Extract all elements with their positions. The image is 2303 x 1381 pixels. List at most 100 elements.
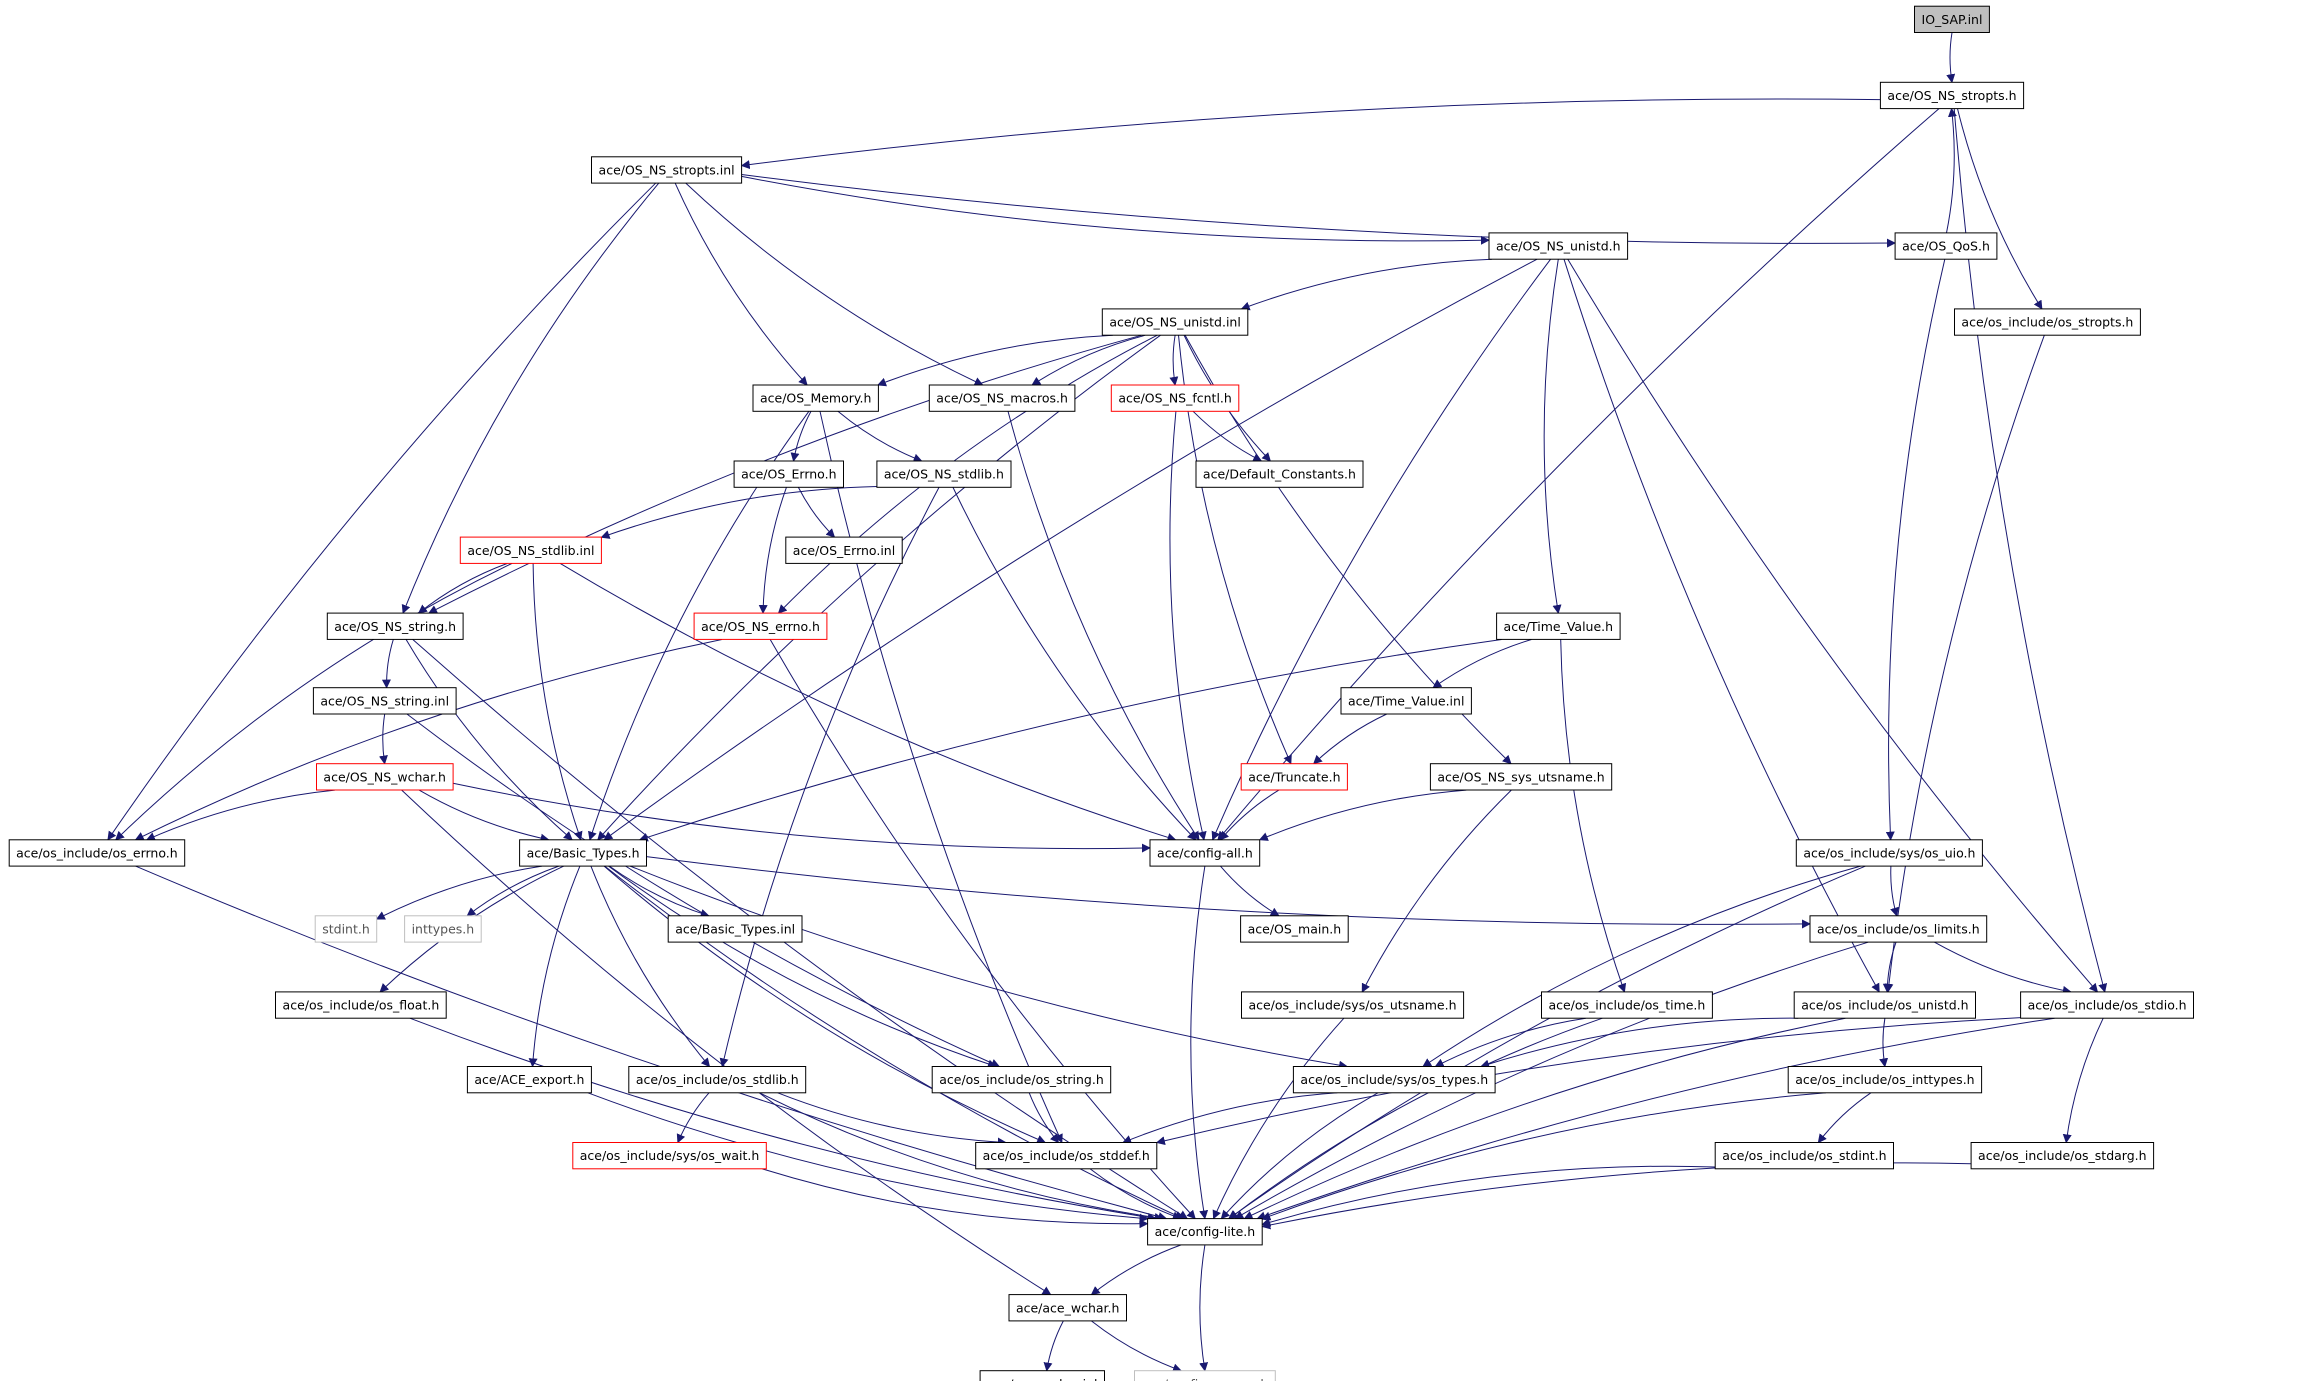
node-label: ace/OS_NS_sys_utsname.h — [1437, 769, 1604, 784]
edge-ns-stropts-inl-to-ns-string-h — [401, 182, 660, 614]
edge-os-qos-h-to-ns-stropts-h — [1946, 107, 1957, 233]
node-truncate-h[interactable]: ace/Truncate.h — [1240, 763, 1348, 791]
node-ns-string-inl[interactable]: ace/OS_NS_string.inl — [312, 687, 457, 715]
node-inc-unistd[interactable]: ace/os_include/os_unistd.h — [1793, 991, 1976, 1019]
node-inc-sys-types[interactable]: ace/os_include/sys/os_types.h — [1292, 1066, 1496, 1094]
node-os-errno-h[interactable]: ace/OS_Errno.h — [733, 460, 844, 488]
edge-inc-stdlib-to-inc-sys-wait — [676, 1092, 710, 1144]
node-os-main[interactable]: ace/OS_main.h — [1240, 915, 1349, 943]
node-inc-stdint[interactable]: ace/os_include/os_stdint.h — [1714, 1142, 1894, 1170]
node-box — [314, 915, 378, 943]
edge-ns-string-h-to-basic-types-h — [405, 639, 573, 841]
node-label: ace/Time_Value.inl — [1348, 693, 1464, 708]
edge-inc-sys-types-to-inc-stddef — [1122, 1092, 1338, 1144]
node-ns-unistd-inl[interactable]: ace/OS_NS_unistd.inl — [1101, 308, 1249, 336]
node-inc-errno[interactable]: ace/os_include/os_errno.h — [8, 839, 186, 867]
node-inttypes-h[interactable]: inttypes.h — [404, 915, 482, 943]
node-inc-stropts[interactable]: ace/os_include/os_stropts.h — [1954, 308, 2141, 336]
node-label: ace/os_include/os_stdarg.h — [1978, 1148, 2147, 1163]
node-time-value-inl[interactable]: ace/Time_Value.inl — [1340, 687, 1472, 715]
node-inc-stdarg[interactable]: ace/os_include/os_stdarg.h — [1970, 1142, 2155, 1170]
node-os-errno-inl[interactable]: ace/OS_Errno.inl — [785, 536, 903, 564]
edge-ace-wchar-h-to-ace-wchar-inl — [1043, 1320, 1064, 1372]
node-box — [1101, 308, 1249, 336]
node-ns-stropts-inl[interactable]: ace/OS_NS_stropts.inl — [591, 156, 743, 184]
node-ns-unistd-h[interactable]: ace/OS_NS_unistd.h — [1488, 232, 1629, 260]
edge-ns-stdlib-inl-to-config-all — [559, 562, 1177, 842]
edge-inc-time-to-inc-sys-types — [1434, 1017, 1586, 1067]
edge-config-all-to-config-lite — [1190, 866, 1209, 1220]
node-ns-fcntl[interactable]: ace/OS_NS_fcntl.h — [1110, 384, 1240, 412]
node-ns-stropts-h[interactable]: ace/OS_NS_stropts.h — [1879, 81, 2025, 110]
edge-ns-unistd-h-to-inc-stdio — [1567, 258, 2099, 993]
node-ns-sys-utsname[interactable]: ace/OS_NS_sys_utsname.h — [1429, 763, 1613, 791]
node-ace-export[interactable]: ace/ACE_export.h — [466, 1066, 592, 1094]
node-label: ace/Default_Constants.h — [1203, 467, 1356, 482]
node-ns-string-h[interactable]: ace/OS_NS_string.h — [326, 612, 464, 640]
edge-time-value-h-to-basic-types-h — [638, 639, 1502, 842]
node-label: ace/Basic_Types.h — [527, 846, 640, 861]
node-box — [459, 536, 602, 564]
edge-basic-types-h-to-inttypes-h — [466, 865, 559, 917]
node-stdint-h[interactable]: stdint.h — [314, 915, 378, 943]
node-os-qos-h[interactable]: ace/OS_QoS.h — [1894, 232, 1998, 260]
node-box — [733, 460, 844, 488]
edge-inc-sys-uio-to-config-lite — [1227, 865, 1866, 1220]
node-box — [1809, 915, 1988, 943]
edge-ns-unistd-h-to-ns-unistd-inl — [1240, 258, 1492, 311]
edge-ace-wchar-h-to-config-macros — [1091, 1320, 1182, 1373]
node-basic-types-h[interactable]: ace/Basic_Types.h — [519, 839, 647, 867]
node-os-memory[interactable]: ace/OS_Memory.h — [752, 384, 879, 412]
node-ns-stdlib-inl[interactable]: ace/OS_NS_stdlib.inl — [459, 536, 602, 564]
node-ns-stdlib-h[interactable]: ace/OS_NS_stdlib.h — [876, 460, 1012, 488]
node-label: ace/os_include/os_stropts.h — [1961, 315, 2133, 330]
node-ns-wchar-h[interactable]: ace/OS_NS_wchar.h — [316, 763, 454, 791]
node-label: ace/os_include/os_stdint.h — [1722, 1148, 1886, 1163]
node-box — [1496, 612, 1621, 640]
edge-ns-errno-h-to-inc-errno — [134, 639, 722, 841]
edge-inc-stdio-to-inc-stddef — [1155, 1017, 2021, 1146]
node-time-value-h[interactable]: ace/Time_Value.h — [1496, 612, 1621, 640]
edge-inc-stropts-to-inc-unistd — [1884, 335, 2045, 993]
node-io-sap[interactable]: IO_SAP.inl — [1914, 5, 1990, 33]
node-label: ace/os_include/os_inttypes.h — [1795, 1072, 1974, 1087]
node-default-const[interactable]: ace/Default_Constants.h — [1195, 460, 1364, 488]
node-basic-types-inl[interactable]: ace/Basic_Types.inl — [667, 915, 803, 943]
node-inc-sys-utsname[interactable]: ace/os_include/sys/os_utsname.h — [1241, 991, 1465, 1019]
edge-inc-limits-to-inc-stdio — [1934, 941, 2072, 995]
node-inc-stddef[interactable]: ace/os_include/os_stddef.h — [975, 1142, 1158, 1170]
node-inc-stdio[interactable]: ace/os_include/os_stdio.h — [2020, 991, 2194, 1019]
node-ace-wchar-inl[interactable]: ace/ace_wchar.inl — [979, 1370, 1105, 1381]
node-box — [1714, 1142, 1894, 1170]
node-inc-stdlib[interactable]: ace/os_include/os_stdlib.h — [628, 1066, 807, 1094]
node-inc-float[interactable]: ace/os_include/os_float.h — [275, 991, 447, 1019]
node-config-lite[interactable]: ace/config-lite.h — [1147, 1218, 1263, 1246]
node-inc-limits[interactable]: ace/os_include/os_limits.h — [1809, 915, 1988, 943]
node-config-macros[interactable]: ace/config-macros.h — [1134, 1370, 1276, 1381]
node-ace-wchar-h[interactable]: ace/ace_wchar.h — [1008, 1294, 1127, 1322]
node-box — [466, 1066, 592, 1094]
node-label: ace/OS_NS_unistd.h — [1496, 239, 1621, 254]
edge-inc-unistd-to-inc-sys-types — [1480, 1017, 1799, 1069]
node-config-all[interactable]: ace/config-all.h — [1149, 839, 1261, 867]
edge-inc-unistd-to-inc-inttypes — [1879, 1018, 1889, 1068]
node-inc-inttypes[interactable]: ace/os_include/os_inttypes.h — [1787, 1066, 1983, 1094]
node-inc-time[interactable]: ace/os_include/os_time.h — [1541, 991, 1713, 1019]
node-inc-sys-wait[interactable]: ace/os_include/sys/os_wait.h — [572, 1142, 767, 1170]
edge-inc-stdio-to-config-lite — [1256, 1017, 2055, 1221]
node-label: ace/OS_QoS.h — [1902, 239, 1990, 254]
node-box — [1879, 81, 2025, 110]
node-box — [404, 915, 482, 943]
edge-inc-sys-types-to-config-lite — [1220, 1092, 1379, 1220]
node-box — [2020, 991, 2194, 1019]
node-label: ace/config-macros.h — [1141, 1376, 1268, 1381]
node-ns-macros[interactable]: ace/OS_NS_macros.h — [928, 384, 1076, 412]
edge-ns-stdlib-inl-to-inc-errno — [115, 562, 513, 841]
node-ns-errno-h[interactable]: ace/OS_NS_errno.h — [693, 612, 828, 640]
node-label: ace/Time_Value.h — [1504, 619, 1614, 634]
node-label: ace/OS_NS_stropts.inl — [599, 163, 735, 178]
node-inc-sys-uio[interactable]: ace/os_include/sys/os_uio.h — [1795, 839, 1983, 867]
edge-os-errno-h-to-os-errno-inl — [797, 487, 836, 538]
node-inc-string[interactable]: ace/os_include/os_string.h — [931, 1066, 1112, 1094]
